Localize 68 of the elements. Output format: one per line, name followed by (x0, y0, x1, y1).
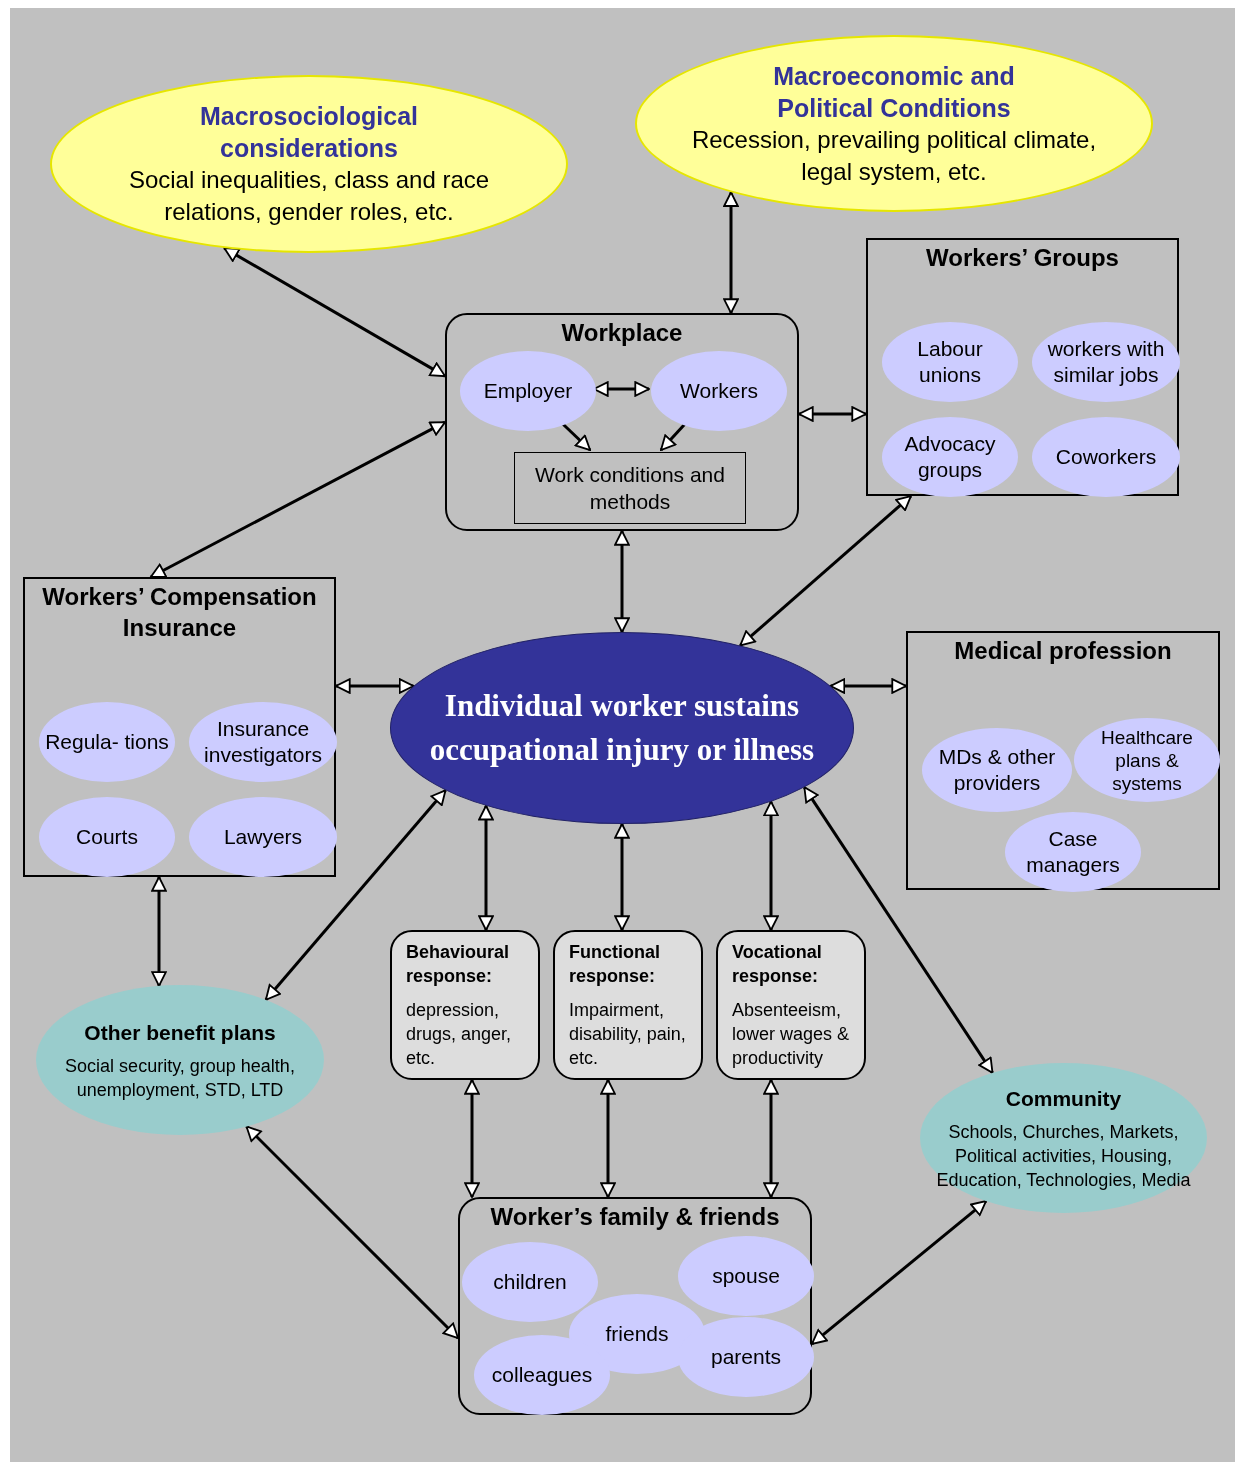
node-label: Lawyers (223, 824, 303, 850)
group-title: Worker’s family & friends (490, 1202, 780, 1232)
box (906, 631, 1220, 890)
node-label: Case managers (1025, 826, 1121, 878)
node-label: Behavioural response: (406, 941, 511, 988)
double-headed-arrow (600, 1079, 616, 1198)
node-label: MDs & other providers (937, 744, 1057, 796)
double-headed-arrow (739, 494, 912, 647)
node-label: Coworkers (1055, 444, 1157, 470)
box (23, 577, 336, 877)
node-label: Work conditions and methods (534, 462, 726, 515)
node-label: Insurance investigators (203, 716, 323, 768)
double-headed-arrow (264, 789, 447, 1001)
node-description: Schools, Churches, Markets, Political activities, Housing, Education, Technologies, Media (935, 1120, 1192, 1192)
node-label: Workers (680, 378, 758, 404)
node-label: Macroeconomic and Political Conditions (772, 60, 1016, 124)
node-label: Employer (483, 378, 573, 404)
group-title: Medical profession (954, 636, 1172, 666)
double-headed-arrow (478, 804, 494, 931)
node-description: Impairment, disability, pain, etc. (569, 999, 687, 1070)
node-description: Social inequalities, class and race relations, gender roles, etc. (127, 165, 491, 227)
node-description: Recession, prevailing political climate, legal system, etc. (690, 124, 1098, 187)
rounded-box (716, 930, 866, 1080)
node-label: Healthcare plans & systems (1100, 725, 1194, 795)
double-headed-arrow (464, 1079, 480, 1198)
node-label: Other benefit plans (84, 1019, 276, 1046)
double-headed-arrow (614, 823, 630, 931)
node-label: Courts (76, 824, 138, 850)
node-label: friends (605, 1321, 669, 1347)
node-description: depression, drugs, anger, etc. (406, 999, 513, 1070)
double-headed-arrow (245, 1125, 460, 1340)
double-headed-arrow (149, 420, 446, 579)
double-headed-arrow (803, 786, 994, 1074)
node-label: colleagues (491, 1362, 593, 1388)
node-label: children (493, 1269, 567, 1295)
node-label: parents (710, 1344, 781, 1370)
node-label: Advocacy groups (903, 431, 997, 483)
rounded-box (390, 930, 540, 1080)
node-label: workers with similar jobs (1046, 336, 1166, 388)
node-description: Absenteeism, lower wages & productivity (732, 999, 850, 1070)
double-headed-arrow (151, 876, 167, 987)
double-headed-arrow (829, 678, 907, 694)
rounded-box (458, 1197, 812, 1415)
double-headed-arrow (798, 406, 867, 422)
double-headed-arrow (763, 1079, 779, 1198)
node-label: Macrosociological considerations (198, 101, 420, 164)
double-headed-arrow (763, 800, 779, 931)
group-title: Workers’ Compensation Insurance (41, 582, 318, 643)
double-headed-arrow (223, 246, 446, 378)
double-headed-arrow (811, 1199, 987, 1346)
double-headed-arrow (335, 678, 415, 694)
box (514, 452, 746, 524)
node-label: Functional response: (569, 941, 661, 988)
node-label: Vocational response: (732, 941, 823, 988)
arrow (659, 423, 686, 451)
double-headed-arrow (723, 191, 739, 314)
rounded-box (445, 313, 799, 531)
group-title: Workplace (561, 318, 683, 348)
box (866, 238, 1179, 496)
node-label: spouse (712, 1263, 780, 1289)
node-description: Social security, group health, unemployment, STD, LTD (64, 1054, 296, 1102)
node-label: Individual worker sustains occupational injury or illness (428, 687, 816, 769)
rounded-box (553, 930, 703, 1080)
node-label: Labour unions (916, 336, 984, 388)
node-label: Community (1005, 1085, 1122, 1112)
group-title: Workers’ Groups (926, 243, 1119, 273)
double-headed-arrow (614, 530, 630, 633)
node-label: Regula- tions (45, 729, 169, 755)
